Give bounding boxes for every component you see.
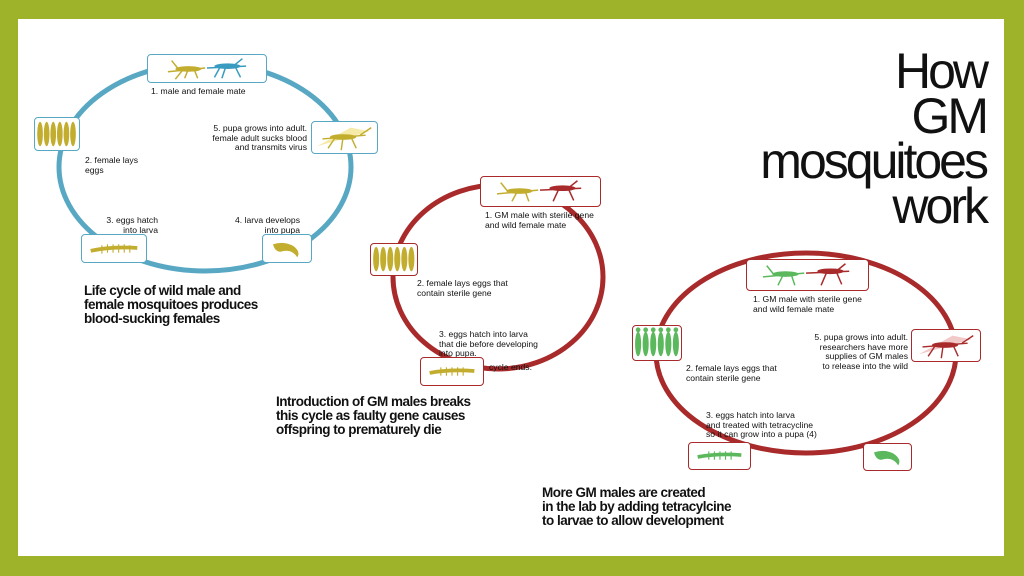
wild-larva-image	[81, 234, 147, 263]
larva-icon	[90, 244, 138, 254]
larva-icon	[429, 367, 475, 376]
mating-mosquitoes-image	[147, 54, 267, 83]
gm-adult-image	[911, 329, 981, 362]
eggs-icon	[373, 246, 415, 272]
wild-eggs-image	[34, 117, 80, 151]
wild-step1-label: 1. male and female mate	[151, 86, 246, 96]
pupa-icon	[874, 450, 900, 466]
page-title: How GM mosquitoes work	[760, 43, 989, 234]
slide: How GM mosquitoes work 1. male and femal…	[18, 19, 1004, 556]
eggs-icon	[37, 121, 76, 147]
dying-larva-image	[420, 357, 484, 386]
gm-step5-label: 5. pupa grows into adult.researchers hav…	[814, 332, 908, 371]
sterile-eggs-image	[370, 243, 418, 276]
gm-pupa-image	[863, 443, 912, 471]
cycle-ends-label: cycle ends.	[489, 362, 532, 372]
mosquito-icon	[316, 127, 372, 151]
gm-lab-mating-image	[746, 259, 869, 291]
wild-step5-label: 5. pupa grows into adult.female adult su…	[212, 123, 307, 152]
larva-icon	[697, 451, 742, 460]
gm-larva-image	[688, 442, 751, 470]
eggs-icon	[635, 327, 679, 357]
wild-adult-image	[311, 121, 378, 154]
mosquito-icon	[918, 335, 974, 359]
wild-pupa-image	[262, 234, 312, 263]
mosquito-pair-icon	[496, 180, 582, 202]
mosquito-pair-icon	[167, 58, 247, 80]
pupa-icon	[273, 242, 299, 258]
mosquito-pair-icon	[762, 263, 850, 286]
gm-eggs-image	[632, 325, 682, 361]
gm-mating-image	[480, 176, 601, 207]
